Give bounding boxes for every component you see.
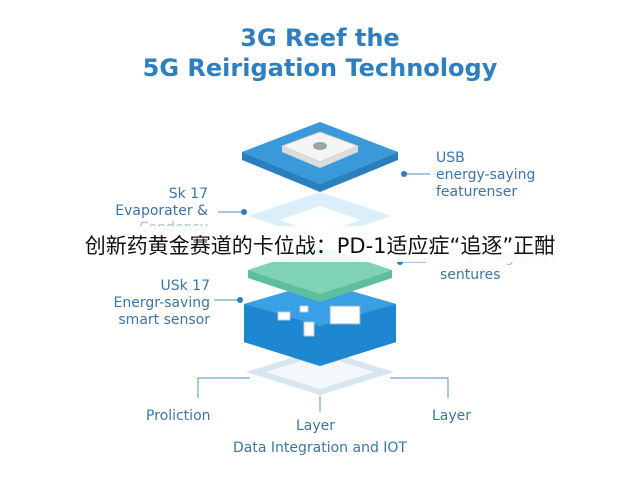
top-module-layer [242,122,398,192]
label-top-right: USB energy-saying featurenser [436,150,535,201]
dot-top-right [401,171,407,177]
title-line-2: 5G Reirigation Technology [142,54,498,82]
bottom-outline-layer [245,348,395,396]
label-mid-left: USk 17 Energr-saving smart sensor [114,278,210,329]
sensor-layer [244,282,396,366]
bottom-caption: Data Integration and IOT [233,440,407,456]
label-top-right-line-3: featurenser [436,184,518,200]
label-top-left-line-1: Sk 17 [168,186,208,202]
connector-right-bottom [390,377,449,398]
headline-banner-text: 创新药黄金赛道的卡位战：PD-1适应症“追逐”正酣 [84,234,556,258]
label-top-left-line-2: Evaporater & [115,203,208,219]
label-top-right-line-1: USB [436,150,465,166]
label-bottom-right: Layer [432,408,472,424]
connector-left-bottom [197,377,250,398]
headline-banner [0,226,640,262]
label-top-right-line-2: energy-saying [436,167,536,183]
label-bottom-left: Proliction [146,408,211,424]
label-bottom-center: Layer [296,418,336,434]
dot-mid-left [237,297,243,303]
title-line-1: 3G Reef the [240,24,400,52]
label-mid-right-line-2: sentures [440,267,501,283]
label-mid-left-line-1: USk 17 [160,278,210,294]
dot-top-left [241,209,247,215]
label-mid-left-line-2: Energr-saving [113,295,210,311]
label-mid-left-line-3: smart sensor [118,312,210,328]
